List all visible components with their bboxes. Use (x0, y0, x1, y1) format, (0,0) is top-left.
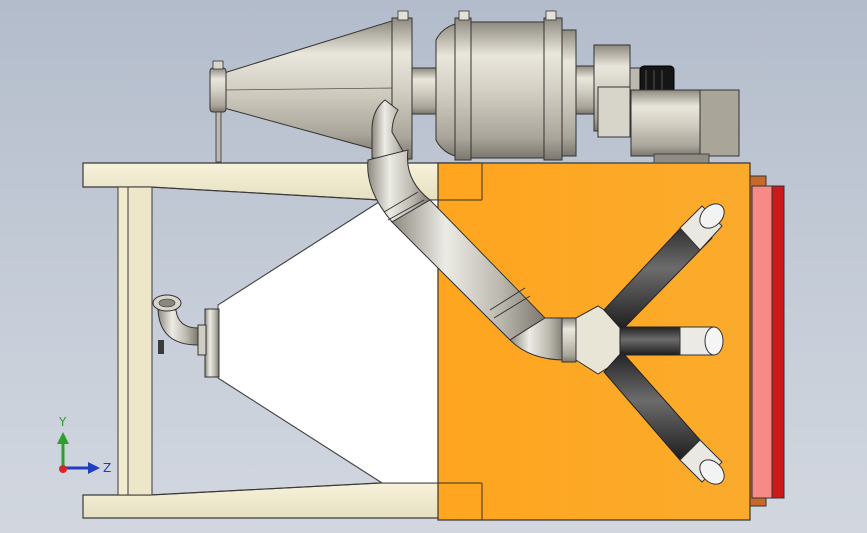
coordinate-triad[interactable]: Y Z (57, 415, 111, 475)
main-duct-pipe (367, 99, 577, 363)
y-axis-label: Y (58, 415, 67, 429)
y-axis-arrowhead (57, 432, 69, 444)
main-drum (435, 10, 577, 161)
origin-marker (59, 465, 67, 473)
z-axis-label: Z (103, 461, 111, 475)
cyclone-cone (209, 19, 396, 163)
hopper-funnel (217, 199, 439, 484)
hopper-elbow-pipe (152, 294, 199, 354)
branch-upper (603, 203, 725, 331)
cyclone-neck (411, 67, 437, 115)
branch-middle (619, 326, 724, 356)
filter-panel (749, 175, 785, 507)
branch-lower (603, 351, 725, 485)
z-axis-arrowhead (88, 462, 100, 474)
hopper-outlet-flange (197, 308, 220, 378)
motor-assembly (575, 44, 740, 164)
frame-posts (117, 186, 153, 496)
